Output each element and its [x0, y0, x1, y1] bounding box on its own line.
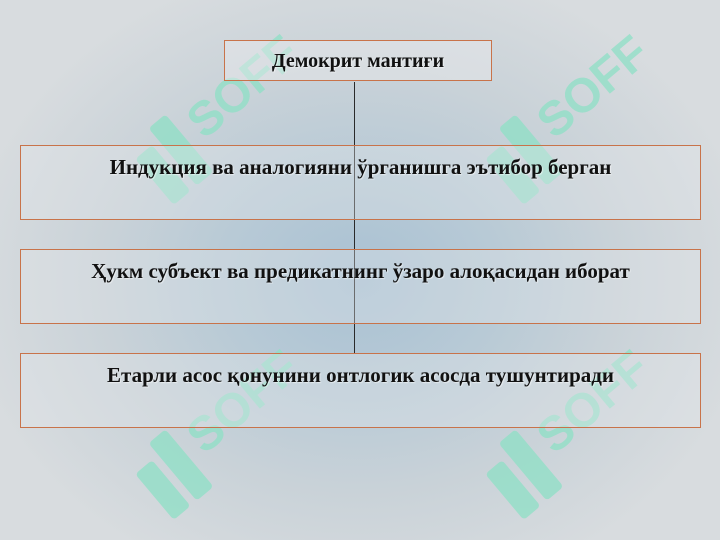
connector-line — [354, 82, 355, 354]
diagram-item-2: Ҳукм субъект ва предикатнинг ўзаро алоқа… — [20, 249, 701, 324]
diagram-item-1: Индукция ва аналогияни ўрганишга эътибор… — [20, 145, 701, 220]
svg-text:SOFF: SOFF — [527, 26, 650, 149]
diagram-title: Демокрит мантиғи — [224, 40, 492, 81]
diagram-item-3: Етарли асос қонунини онтлогик асосда туш… — [20, 353, 701, 428]
